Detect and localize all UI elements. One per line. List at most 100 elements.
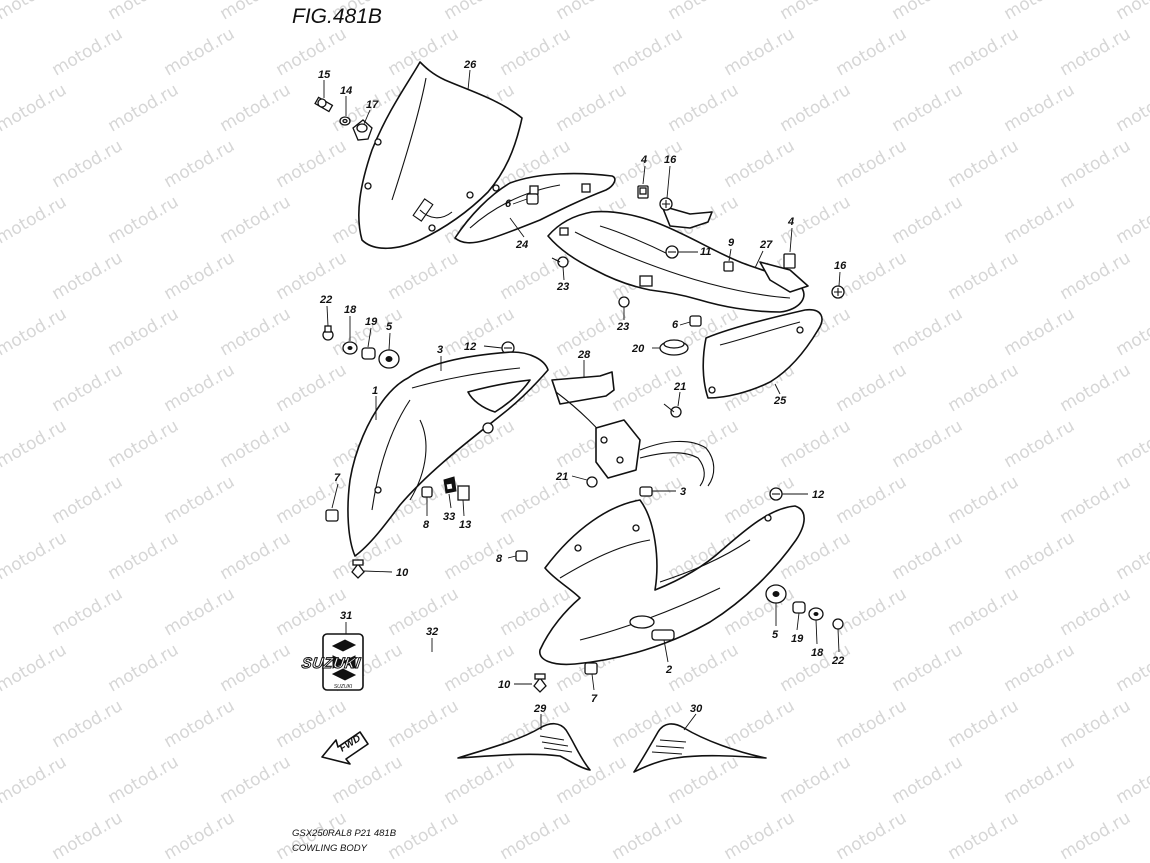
watermark-text: motod.ru <box>1057 136 1135 192</box>
watermark-text: motod.ru <box>833 248 911 304</box>
callout-3b: 3 <box>680 486 686 498</box>
watermark-text: motod.ru <box>105 80 183 136</box>
watermark-text: motod.ru <box>105 640 183 696</box>
callout-26: 26 <box>463 59 477 71</box>
watermark-text: motod.ru <box>161 136 239 192</box>
watermark-text: motod.ru <box>1057 584 1135 640</box>
nut <box>689 315 702 327</box>
watermark-text: motod.ru <box>889 80 967 136</box>
callout-12a: 12 <box>464 341 476 353</box>
callout-8b: 8 <box>496 553 503 565</box>
callout-12b: 12 <box>812 489 824 501</box>
tape <box>457 485 470 501</box>
watermark-text: motod.ru <box>833 696 911 752</box>
watermark-text: motod.ru <box>273 24 351 80</box>
callout-5a: 5 <box>386 321 393 333</box>
watermark-text: motod.ru <box>777 80 855 136</box>
callout-23b: 23 <box>616 321 629 333</box>
watermark-text: motod.ru <box>665 640 743 696</box>
watermark-text: motod.ru <box>1001 528 1079 584</box>
callout-6b: 6 <box>672 319 679 331</box>
watermark-text: motod.ru <box>889 416 967 472</box>
fastener <box>533 673 547 693</box>
watermark-text: motod.ru <box>1001 752 1079 808</box>
watermark-text: motod.ru <box>161 696 239 752</box>
watermark-text: motod.ru <box>441 528 519 584</box>
bolt <box>586 476 598 488</box>
clip <box>637 185 649 199</box>
watermark-text: motod.ru <box>49 808 127 863</box>
callout-22a: 22 <box>319 294 332 306</box>
watermark-text: motod.ru <box>833 472 911 528</box>
watermark-text: motod.ru <box>1001 192 1079 248</box>
watermark-text: motod.ru <box>385 248 463 304</box>
watermark-text: motod.ru <box>889 640 967 696</box>
watermark-text: motod.ru <box>1057 472 1135 528</box>
callout-29: 29 <box>533 703 547 715</box>
watermark-text: motod.ru <box>1113 304 1150 360</box>
watermark-text: motod.ru <box>945 248 1023 304</box>
callout-1: 1 <box>372 385 378 397</box>
watermark-text: motod.ru <box>217 304 295 360</box>
watermark-text: motod.ru <box>665 80 743 136</box>
callout-9: 9 <box>728 237 735 249</box>
callout-14: 14 <box>340 85 352 97</box>
watermark-text: motod.ru <box>609 24 687 80</box>
watermark-text: motod.ru <box>217 640 295 696</box>
watermark-text: motod.ru <box>49 696 127 752</box>
callout-16b: 16 <box>834 260 847 272</box>
watermark-text: motod.ru <box>1057 808 1135 863</box>
callout-25: 25 <box>773 395 787 407</box>
watermark-text: motod.ru <box>889 192 967 248</box>
callout-19a: 19 <box>365 316 378 328</box>
tape <box>443 476 457 494</box>
watermark-text: motod.ru <box>553 0 631 24</box>
watermark-text: motod.ru <box>721 696 799 752</box>
watermark-text: motod.ru <box>497 24 575 80</box>
cushion <box>378 349 400 369</box>
watermark-text: motod.ru <box>945 808 1023 863</box>
inner-panel <box>454 172 616 244</box>
cushion <box>765 584 787 604</box>
callout-24: 24 <box>515 239 528 251</box>
watermark-text: motod.ru <box>161 584 239 640</box>
under-cover <box>702 308 823 399</box>
watermark-text: motod.ru <box>273 584 351 640</box>
bracket <box>551 371 715 487</box>
nut <box>526 193 539 205</box>
screw <box>832 618 844 630</box>
watermark-text: motod.ru <box>161 808 239 863</box>
watermark-text: motod.ru <box>105 0 183 24</box>
screw <box>665 245 679 259</box>
callout-4b: 4 <box>787 216 794 228</box>
callout-15: 15 <box>318 69 331 81</box>
model-code: GSX250RAL8 P21 481B <box>292 828 397 839</box>
callout-31: 31 <box>340 610 352 622</box>
watermark-text: motod.ru <box>553 80 631 136</box>
watermark-text: motod.ru <box>441 752 519 808</box>
watermark-text: motod.ru <box>0 416 70 472</box>
screw <box>831 285 845 299</box>
nut <box>421 486 433 498</box>
watermark-text: motod.ru <box>161 360 239 416</box>
tape-right <box>457 722 591 771</box>
callout-10b: 10 <box>498 679 511 691</box>
watermark-text: motod.ru <box>105 192 183 248</box>
nut <box>639 486 653 497</box>
watermark-text: motod.ru <box>49 136 127 192</box>
watermark-text: motod.ru <box>217 80 295 136</box>
watermark-text: motod.ru <box>161 24 239 80</box>
callout-8a: 8 <box>423 519 430 531</box>
watermark-text: motod.ru <box>0 304 70 360</box>
watermark-text: motod.ru <box>777 752 855 808</box>
bolt <box>314 96 334 113</box>
callout-11: 11 <box>700 246 711 258</box>
watermark-text: motod.ru <box>833 24 911 80</box>
cushion <box>659 339 689 356</box>
watermark-text: motod.ru <box>1113 640 1150 696</box>
watermark-text: motod.ru <box>721 24 799 80</box>
washer <box>339 116 351 126</box>
tape-left <box>633 723 767 773</box>
watermark-text: motod.ru <box>1057 360 1135 416</box>
